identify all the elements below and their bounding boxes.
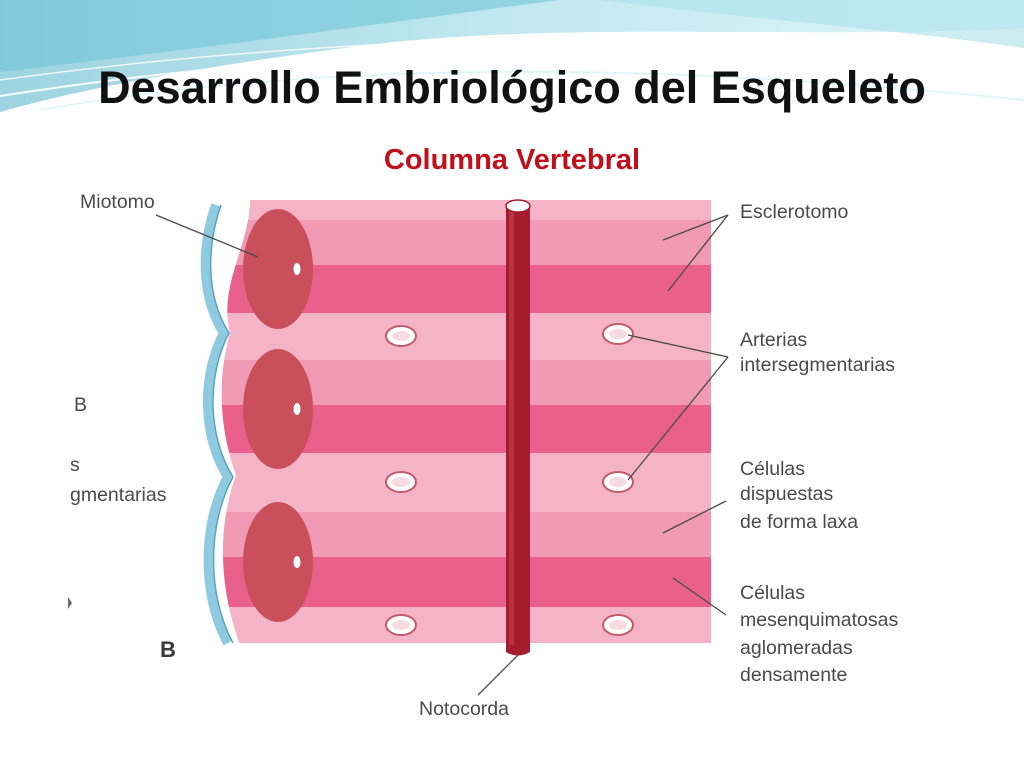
leader-notocorda (477, 654, 519, 696)
myotome (243, 502, 313, 622)
slide-title: Desarrollo Embriológico del Esqueleto (98, 62, 926, 113)
header-wave (0, 0, 1024, 112)
leader-arterias (627, 356, 729, 481)
cropped-arrow-icon (68, 597, 72, 609)
leader-lines (155, 214, 729, 696)
label-arterias-line1: Arterias (740, 329, 807, 351)
label-panel-b: B (160, 637, 176, 662)
leader-esclerotomo (667, 214, 729, 292)
label-celulas-laxa-line3: de forma laxa (740, 511, 858, 533)
intersegmental-arteries (385, 323, 634, 636)
label-celulas-densas-line2: mesenquimatosas (740, 609, 898, 631)
artery-icon (385, 471, 417, 493)
cropped-label-b: B (74, 394, 87, 416)
leader-esclerotomo (662, 214, 729, 241)
label-celulas-laxa-line2: dispuestas (740, 483, 833, 505)
vertebral-column-diagram: Miotomo Esclerotomo Arterias intersegmen… (68, 185, 958, 722)
label-celulas-densas-line4: densamente (740, 664, 847, 686)
myotomes (243, 209, 313, 622)
artery-icon (385, 614, 417, 636)
label-miotomo: Miotomo (80, 191, 155, 213)
artery-icon (385, 325, 417, 347)
leader-celulas-densas (672, 577, 727, 616)
myotome (243, 209, 313, 329)
myotome (243, 349, 313, 469)
artery-icon (602, 614, 634, 636)
notochord (505, 199, 531, 656)
slide-subtitle: Columna Vertebral (383, 144, 641, 176)
artery-icon (602, 323, 634, 345)
leader-celulas-laxa (662, 500, 727, 534)
label-esclerotomo: Esclerotomo (740, 201, 849, 223)
label-arterias-line2: intersegmentarias (740, 354, 895, 376)
label-celulas-densas-line1: Células (740, 582, 805, 604)
cropped-label-gmentarias: gmentarias (70, 484, 167, 506)
leader-arterias (627, 334, 729, 358)
label-notocorda: Notocorda (419, 698, 509, 720)
cropped-label-s: s (70, 454, 80, 476)
artery-icon (602, 471, 634, 493)
label-celulas-laxa-line1: Células (740, 458, 805, 480)
leader-miotomo (155, 214, 259, 258)
ectoderm-layer (200, 200, 250, 646)
label-celulas-densas-line3: aglomeradas (740, 637, 853, 659)
